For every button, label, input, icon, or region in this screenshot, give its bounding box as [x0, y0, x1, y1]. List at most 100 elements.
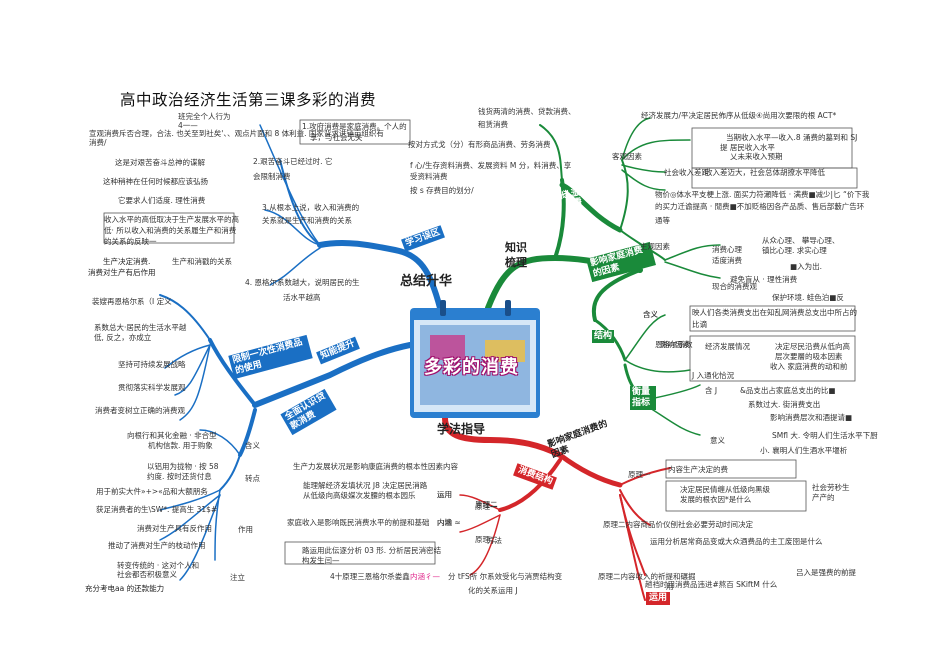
right-text-21: 映人们各类消费支出在知乱网消费总支出中所占的: [692, 308, 857, 317]
left-text-16: 坚持可持续发展战略: [118, 360, 186, 369]
left-text-1: 4一—: [178, 121, 198, 130]
branch-ability-line: [252, 342, 413, 408]
node-method: 方法: [487, 536, 502, 545]
left-text-4: 这是对艰苦奋斗总神的谍解: [115, 158, 205, 167]
left-text-15: 低, 反之，亦成立: [94, 333, 152, 342]
left-text-20: 机构信款. 用于购象: [148, 441, 213, 450]
left-text-12: 消费对生产有后作用: [88, 268, 156, 277]
right-text-15: 从众心理、 攀导心理、: [762, 236, 840, 245]
right-text-28: 含 J: [705, 386, 718, 395]
left-text-11: 生产和消戳的关系: [172, 257, 232, 266]
bottom-text-0: 生产力发展状况是影响康庭消费的根本性因素内容: [293, 462, 458, 471]
left-text-17: 贯彻落实科学发展观: [118, 383, 186, 392]
mid-text-7: 4. 恩格尔系数越大，说明居民的生: [245, 278, 360, 287]
right-text-13: 的买力迁谕提高 · 閒费■不加贬格因各产品质、售后部藪广告环: [655, 202, 865, 211]
left-text-2: 宣观消费斥否合理，合法. 也关至到社矣'、、观点片面和 8 体利益. 国家背求进…: [89, 129, 384, 138]
branch-summary-line: [317, 239, 443, 311]
branch-method-line: [442, 415, 563, 458]
box-mid-4: [284, 541, 436, 565]
branch-measure-label: 衡量指标: [630, 386, 656, 410]
left-text-21: 含义: [245, 441, 260, 450]
right-text-46: 现合的消费观: [712, 282, 757, 291]
right-text-4: 受资料消费: [410, 172, 448, 181]
bottom-text-8: 路运用此伝逐分析 03 形. 分析居民消密结: [302, 546, 442, 555]
right-text-6: 经济发展力/平决定居民佈序从低级④尚用次要限的根 ACT*: [641, 111, 837, 120]
page-title: 高中政治经济生活第三课多彩的消费: [120, 91, 377, 109]
node-principle1: 原理一: [628, 470, 651, 479]
right-text-9: 乂未来收入预期: [730, 152, 783, 161]
bottom-text-6: 家庭收入是影响既民消费水平的前提和基础: [287, 518, 430, 527]
right-text-10: 社会收入差距: [664, 168, 709, 177]
right-text-19: 保护环境. 蛙色泊■反: [772, 293, 844, 302]
left-text-14: 系数总大·居民的生活水平越: [94, 323, 187, 332]
right-text-8: 提 居民收入水平: [720, 143, 775, 152]
bottom-text-7: 原理二: [475, 535, 498, 544]
right-text-41: 原理二内容收入的祈提和碾掘: [598, 572, 696, 581]
left-text-23: 约度. 按时还货付息: [147, 472, 212, 481]
mid-text-8: 活水平越高: [283, 293, 321, 302]
right-text-12: 物价◎体水平支梗上涨. 面买力符瀬降低 · 满费■减少|匕 “价下我: [655, 190, 870, 199]
mid-text-0: 1.攻府消费是家庭消费。个人的: [302, 122, 407, 131]
left-text-7: 收入水平的高低取决于生产发展水平的高: [104, 215, 239, 224]
mid-text-4: 会限制消费: [253, 172, 291, 181]
box-principle2: [665, 480, 807, 512]
right-text-39: 原理二内容商品价仪刨社会必要劳动时间决定: [603, 520, 753, 529]
branch-method-label: 学法指导: [437, 422, 486, 436]
left-text-29: 推动了消费对生产的枝动作用: [108, 541, 206, 550]
bottom-text-2: 能理解经济发填状况 J8 决定居民消路: [303, 481, 428, 490]
left-text-33: 充分考电aa 的还款能力: [85, 584, 165, 593]
right-text-44: 消费心理: [712, 245, 742, 254]
bottom-text-4: 内墟 ≈: [437, 518, 461, 527]
bottom-text-12: 分 tFS所 尔系效受化与消贾结构变: [448, 572, 563, 581]
right-text-32: SMfl 大. 令明人们生活水平下厨: [772, 431, 878, 440]
mid-text-5: 3.从根本上说，收入和消费的: [262, 203, 360, 212]
bottom-text-13: 化的关系运用 J: [468, 586, 518, 595]
left-text-32: 注立: [230, 573, 245, 582]
right-text-11: 收入差迈大，社会总体胡撩水平降低: [705, 168, 825, 177]
left-text-25: 用于前实大件»+>«品和大额朋务: [96, 487, 208, 496]
right-text-45: 适度消费: [712, 256, 742, 265]
mid-text-2: 享，与社会无关: [310, 133, 363, 142]
right-text-31: 影响消费层次和酒提请■: [770, 413, 853, 422]
right-text-17: ■入为出.: [790, 262, 822, 271]
bottom-text-11: 内涵彳—: [410, 572, 440, 581]
right-text-23: 经济发展情况: [705, 342, 750, 351]
left-text-22: 以铝用为拢物 · 按 58: [147, 462, 219, 471]
left-text-0: 班完全个人行为: [178, 112, 231, 121]
node-engel: 恩格尔系数: [655, 340, 693, 349]
bottom-text-1: 运用: [437, 490, 452, 499]
right-text-49: 用: [666, 582, 674, 591]
right-text-14: 通等: [655, 216, 670, 225]
left-text-13: 装嫂再恩格尔系（I 定义: [92, 297, 172, 306]
branch-structure-small-label: 结构: [592, 330, 615, 343]
right-text-24: 决定尽民沿费从低向高: [775, 342, 850, 351]
box-objective-2: [691, 167, 858, 189]
left-text-3: 消费/: [89, 138, 107, 147]
box-mid-1: [299, 119, 411, 145]
right-text-25: 层次要層的吸本因素: [775, 352, 843, 361]
left-text-30: 转变传统的 · 这对个人和: [117, 561, 200, 570]
center-calendar-icon: [410, 300, 540, 418]
left-text-8: 低· 所以收入和消费的关系履生产和消费: [104, 226, 237, 235]
right-text-47: 影响因素: [660, 340, 690, 349]
left-text-24: 转点: [245, 474, 260, 483]
right-text-33: 小. 襄明人们生酒水平堰析: [760, 446, 848, 455]
right-text-34: 内容生产决定的费: [668, 465, 728, 474]
box-left-3: [103, 212, 235, 244]
right-text-3: f 心/生存资料消费、发展资料 M 分，料消费、享: [410, 161, 572, 170]
right-text-38: 产产的: [812, 493, 835, 502]
node-use: 运用: [437, 490, 452, 499]
right-text-20: 含义: [643, 310, 658, 319]
center-label: 多彩的消费: [424, 357, 519, 378]
right-text-29: &品支出占家庭总支出的比■: [740, 386, 836, 395]
right-text-2: 按对方式戈（分）有形商品消费、劳务消费: [408, 140, 551, 149]
mid-text-3: 2.艰苦奋斗已经过时. 它: [253, 157, 333, 166]
branch-knowledge-label: 知识梳理: [505, 241, 527, 269]
left-text-6: 它要求人们适度. 理性消费: [118, 196, 206, 205]
right-text-40: 运用分析居常商品变或大众酒费品的主工废囹是什么: [650, 537, 823, 546]
right-text-5: 按 s 存费目的划分/: [410, 186, 474, 195]
right-text-1: 租赁消费: [478, 120, 508, 129]
left-text-27: 消费对生产具有反作用: [137, 524, 212, 533]
left-text-5: 这种稍神在任何时候都应该弘扬: [103, 177, 208, 186]
box-meaning: [689, 305, 856, 332]
